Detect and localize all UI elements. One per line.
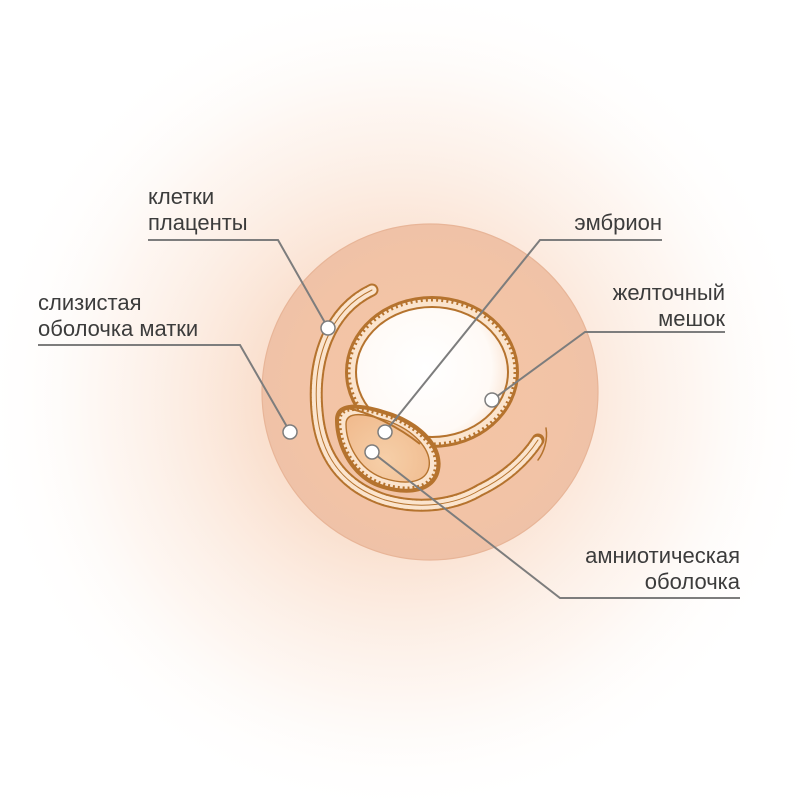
placental-layer [309, 283, 548, 512]
label-amnion-line1: амниотическая [585, 543, 740, 568]
label-embryo-line1: эмбрион [574, 210, 662, 235]
label-amnion-line2: оболочка [644, 569, 740, 594]
label-embryo: эмбрион [574, 210, 662, 236]
label-uterine-line2: оболочка матки [38, 316, 199, 341]
dot-embryo [377, 424, 393, 440]
leader-uterine [38, 344, 291, 433]
dot-yolk [484, 392, 500, 408]
dot-amnion [364, 444, 380, 460]
dot-uterine [282, 424, 298, 440]
label-yolk-line1: желточный [612, 280, 725, 305]
label-uterine-line1: слизистая [38, 290, 142, 315]
dot-placenta [320, 320, 336, 336]
label-placenta-line2: плаценты [148, 210, 248, 235]
leader-yolk [491, 331, 725, 401]
label-placenta-line1: клетки [148, 184, 215, 209]
amniotic-sac [335, 404, 441, 493]
embryonic-disc [345, 407, 421, 445]
label-amnion: амниотическая оболочка [585, 543, 740, 595]
leader-amnion [371, 451, 740, 599]
label-placenta-cells: клетки плаценты [148, 184, 248, 236]
leader-embryo [384, 239, 662, 433]
pointer-dots [282, 320, 500, 460]
leader-placenta [148, 239, 329, 329]
label-yolk-line2: мешок [658, 306, 725, 331]
yolk-sac [345, 296, 519, 448]
label-uterine-lining: слизистая оболочка матки [38, 290, 198, 342]
leader-lines [38, 239, 740, 599]
label-yolk-sac: желточный мешок [613, 280, 725, 332]
